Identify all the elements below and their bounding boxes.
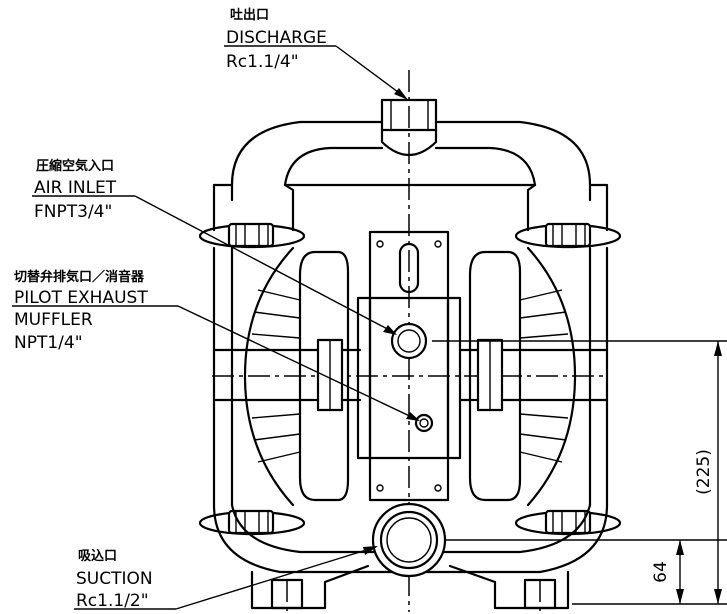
pilot-exhaust-muffler: MUFFLER xyxy=(14,310,93,330)
discharge-manifold xyxy=(212,98,609,232)
suction-jp: 吸込口 xyxy=(78,548,117,564)
pilot-exhaust-name: PILOT EXHAUST xyxy=(14,288,148,308)
discharge-name: DISCHARGE xyxy=(226,28,327,48)
pilot-exhaust-size: NPT1/4" xyxy=(14,333,83,353)
label-pilot-exhaust: 切替弁排気口／消音器 PILOT EXHAUST MUFFLER NPT1/4" xyxy=(14,269,148,353)
dimension-64: 64 xyxy=(651,561,671,583)
air-inlet-name: AIR INLET xyxy=(34,178,117,198)
suction-name: SUCTION xyxy=(76,569,153,589)
dimension-lines xyxy=(432,340,727,605)
discharge-size: Rc1.1/4" xyxy=(226,52,299,72)
label-suction: 吸込口 SUCTION Rc1.1/2" xyxy=(76,548,153,611)
label-discharge: 吐出口 DISCHARGE Rc1.1/4" xyxy=(226,7,327,72)
leaders xyxy=(12,45,420,610)
clamp-top-right xyxy=(514,222,622,249)
air-inlet-size: FNPT3/4" xyxy=(34,202,112,222)
right-chamber xyxy=(458,246,609,507)
pilot-exhaust-jp: 切替弁排気口／消音器 xyxy=(14,269,145,285)
air-inlet-jp: 圧縮空気入口 xyxy=(36,158,114,174)
clamp-top-left xyxy=(198,222,306,249)
discharge-jp: 吐出口 xyxy=(230,7,269,23)
suction-manifold xyxy=(212,502,609,610)
center-body xyxy=(356,230,462,502)
dimension-225: (225) xyxy=(694,449,714,495)
suction-size: Rc1.1/2" xyxy=(76,591,149,611)
label-air-inlet: 圧縮空気入口 AIR INLET FNPT3/4" xyxy=(34,158,117,222)
